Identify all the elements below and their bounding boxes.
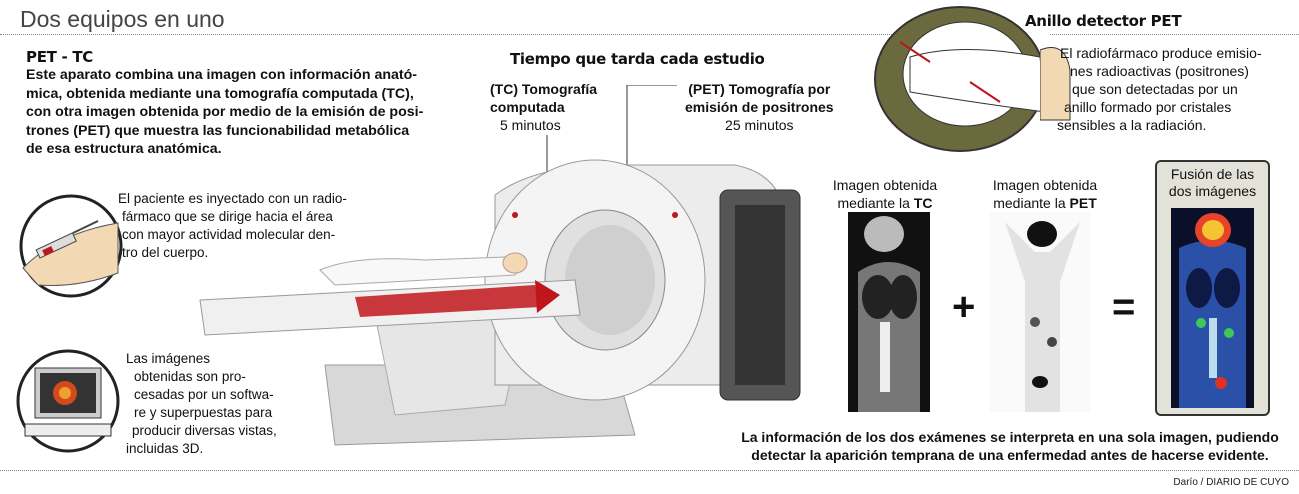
- intro-line: con otra imagen obtenida por medio de la…: [26, 104, 424, 120]
- software-text: Las imágenes obtenidas son pro- cesadas …: [126, 350, 277, 458]
- pet-image-label: Imagen obtenida mediante la PET: [985, 176, 1105, 212]
- ring-line: El radiofármaco produce emisio-: [1060, 45, 1262, 61]
- summary-caption: La información de los dos exámenes se in…: [725, 428, 1295, 464]
- intro-line: de esa estructura anatómica.: [26, 141, 222, 157]
- pet-timing: (PET) Tomografía por emisión de positron…: [685, 80, 834, 134]
- pet-label: emisión de positrones: [685, 99, 834, 115]
- injection-line: tro del cuerpo.: [122, 245, 209, 260]
- software-line: incluidas 3D.: [126, 441, 204, 456]
- equals-sign: =: [1112, 285, 1136, 329]
- timing-heading: Tiempo que tarda cada estudio: [510, 50, 765, 68]
- tc-image-label-line: mediante la: [837, 195, 914, 211]
- software-line: re y superpuestas para: [134, 405, 273, 420]
- intro-heading: PET - TC: [26, 48, 93, 66]
- ring-line: anillo formado por cristales: [1064, 99, 1232, 115]
- intro-line: trones (PET) que muestra las funcionabil…: [26, 122, 410, 139]
- divider-top-right: [1050, 34, 1299, 35]
- syringe-injection-icon: [19, 194, 123, 298]
- intro-line: Este aparato combina una imagen con info…: [26, 67, 418, 83]
- ring-text: El radiofármaco produce emisio- nes radi…: [1057, 44, 1262, 134]
- tc-timing: (TC) Tomografía computada 5 minutos: [490, 80, 597, 134]
- pet-time: 25 minutos: [725, 117, 794, 133]
- intro-text: Este aparato combina una imagen con info…: [26, 66, 466, 159]
- monitor-software-icon: [16, 349, 120, 453]
- fusion-scan-image: [1171, 208, 1254, 408]
- tc-image-label-line: Imagen obtenida: [832, 177, 938, 193]
- ring-heading: Anillo detector PET: [1025, 12, 1182, 30]
- page-title: Dos equipos en uno: [20, 6, 225, 32]
- pet-image-label-line: Imagen obtenida: [992, 177, 1098, 193]
- tc-image-label-bold: TC: [913, 195, 933, 211]
- software-line: Las imágenes: [126, 351, 211, 366]
- divider-top-left: [0, 34, 1000, 35]
- injection-line: con mayor actividad molecular den-: [122, 227, 336, 242]
- credit: Darío / DIARIO DE CUYO: [1173, 477, 1289, 488]
- patient-head-icon: [1040, 47, 1071, 121]
- divider-bottom: [0, 470, 1299, 471]
- ring-line: sensibles a la radiación.: [1057, 117, 1207, 133]
- tc-image-label: Imagen obtenida mediante la TC: [830, 176, 940, 212]
- software-line: obtenidas son pro-: [134, 369, 246, 384]
- caption-line: detectar la aparición temprana de una en…: [751, 447, 1269, 463]
- pet-detector-ring-illustration: [874, 6, 1046, 152]
- fusion-image-panel: Fusión de las dos imágenes: [1155, 160, 1270, 416]
- pet-label: (PET) Tomografía por: [688, 81, 831, 97]
- tc-label: (TC) Tomografía: [490, 81, 598, 97]
- ring-line: nes radioactivas (positrones): [1070, 63, 1249, 79]
- pet-image-label-bold: PET: [1069, 195, 1097, 211]
- software-line: producir diversas vistas,: [132, 423, 277, 438]
- injection-text: El paciente es inyectado con un radio- f…: [118, 190, 347, 262]
- software-line: cesadas por un softwa-: [134, 387, 274, 402]
- pet-scan-image: [990, 212, 1090, 412]
- injection-line: El paciente es inyectado con un radio-: [118, 191, 347, 206]
- injection-line: fármaco que se dirige hacia el área: [122, 209, 333, 224]
- plus-sign: +: [952, 285, 976, 329]
- tc-scan-image: [848, 212, 930, 412]
- caption-line: La información de los dos exámenes se in…: [741, 429, 1279, 445]
- tc-time: 5 minutos: [500, 117, 561, 133]
- tc-label: computada: [490, 99, 565, 115]
- ring-line: que son detectadas por un: [1072, 81, 1238, 97]
- fusion-label: dos imágenes: [1168, 183, 1257, 199]
- intro-line: mica, obtenida mediante una tomografía c…: [26, 85, 414, 102]
- fusion-label: Fusión de las: [1170, 166, 1255, 182]
- pet-image-label-line: mediante la: [993, 195, 1070, 211]
- pet-ct-scanner-illustration: [199, 85, 801, 446]
